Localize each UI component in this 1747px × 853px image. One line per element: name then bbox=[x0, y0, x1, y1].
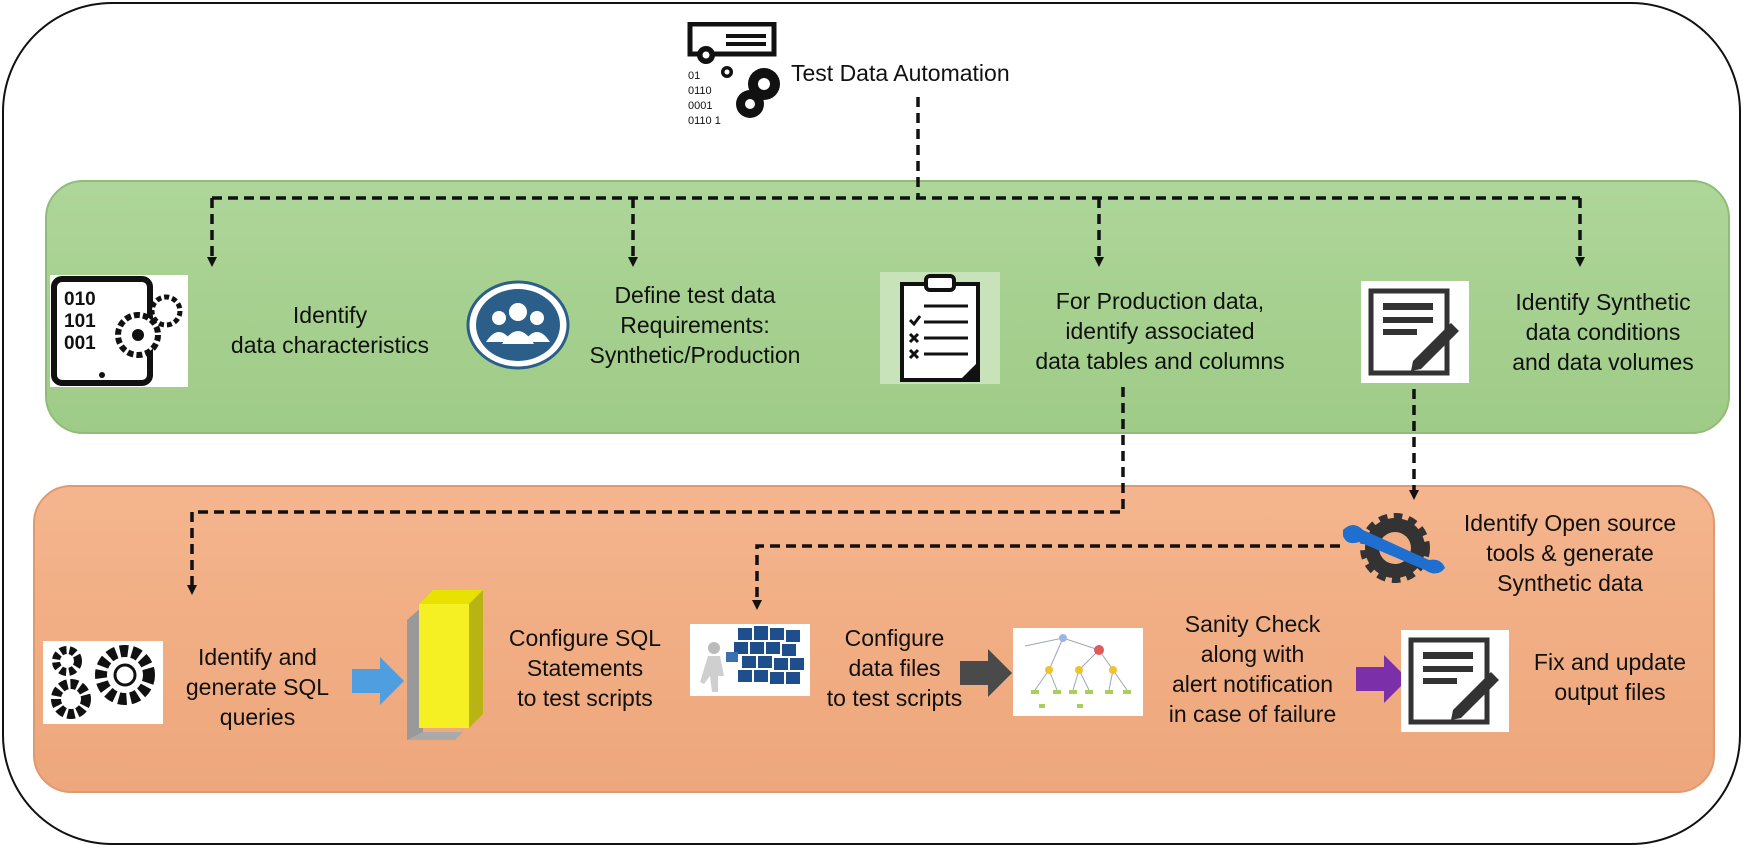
root-icon-text: 0110 1 bbox=[688, 115, 721, 126]
connector-tools-to-datafiles bbox=[752, 544, 1340, 610]
root-icon-text: 01 bbox=[688, 70, 700, 82]
tablet-icon-text: 001 bbox=[64, 333, 96, 354]
yellow-block-icon bbox=[407, 590, 483, 740]
tablet-gears-icon: 010 101 001 bbox=[50, 275, 188, 387]
root-title: Test Data Automation bbox=[791, 60, 1010, 86]
root-icon-text: 0110 bbox=[688, 85, 712, 97]
connector-production-to-sql bbox=[187, 387, 1125, 595]
team-icon bbox=[466, 280, 570, 370]
right-arrow-icon bbox=[960, 649, 1012, 697]
wrench-gear-icon bbox=[1343, 513, 1445, 583]
automation-gears-icon: 01 0110 0001 0110 1 bbox=[687, 22, 780, 126]
flowchart-icon bbox=[1013, 628, 1143, 716]
root-icon-text: 0001 bbox=[688, 100, 712, 112]
right-arrow-icon bbox=[352, 657, 404, 705]
right-arrow-icon bbox=[1356, 655, 1408, 703]
gears-icon bbox=[43, 641, 163, 724]
edit-document-icon bbox=[1401, 630, 1509, 732]
edit-document-icon bbox=[1361, 281, 1469, 383]
tablet-icon-text: 101 bbox=[64, 311, 96, 332]
data-wall-icon bbox=[690, 624, 810, 696]
clipboard-checklist-icon bbox=[880, 272, 1000, 384]
tablet-icon-text: 010 bbox=[64, 289, 96, 310]
